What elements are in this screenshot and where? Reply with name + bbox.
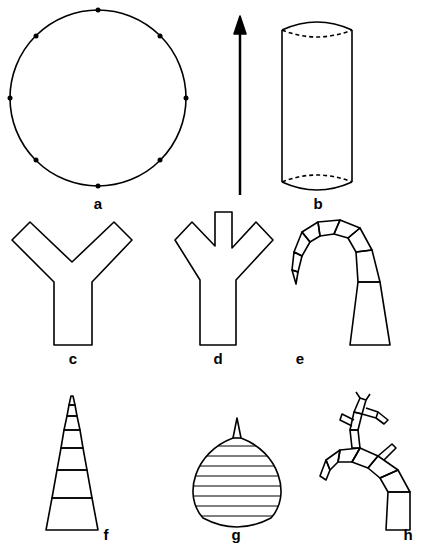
- figure-letter: h: [403, 527, 412, 542]
- figure-letter: b: [313, 196, 322, 211]
- figure-letter: g: [231, 527, 240, 542]
- y-shape: [12, 222, 132, 345]
- segmented-cone: [46, 396, 98, 530]
- striped-teardrop: [180, 418, 295, 527]
- axis-arrow: [234, 16, 246, 195]
- figure-letter: e: [296, 351, 304, 366]
- cylinder-shape: [282, 22, 352, 190]
- figure-letter: f: [104, 527, 109, 542]
- segmented-arm: [292, 220, 390, 345]
- figure-letter: d: [213, 351, 222, 366]
- figure-letter: a: [94, 196, 102, 211]
- circle-shape: [8, 8, 189, 189]
- branching-arm: [320, 392, 410, 530]
- figure-letter: c: [69, 351, 77, 366]
- branched-y-shape: [175, 212, 273, 345]
